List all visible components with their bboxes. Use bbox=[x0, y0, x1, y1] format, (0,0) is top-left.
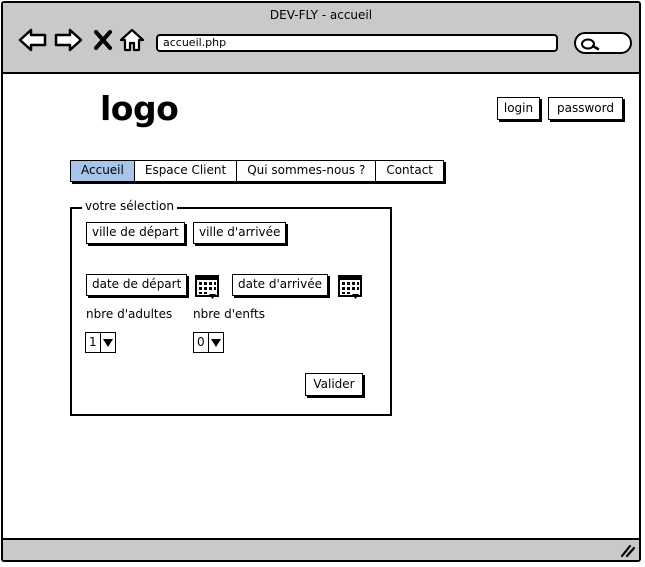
calendar-icon[interactable] bbox=[337, 274, 363, 300]
browser-titlebar: DEV-FLY - accueil accueil.php bbox=[3, 3, 639, 74]
forward-icon[interactable] bbox=[53, 27, 83, 53]
validate-button[interactable]: Valider bbox=[305, 373, 363, 396]
site-logo[interactable]: logo bbox=[100, 89, 179, 128]
adults-label: nbre d'adultes bbox=[86, 307, 173, 321]
departure-date-field[interactable]: date de départ bbox=[86, 274, 188, 296]
window-title: DEV-FLY - accueil bbox=[269, 8, 373, 22]
address-bar[interactable]: accueil.php bbox=[156, 34, 558, 52]
resize-grip-icon[interactable] bbox=[619, 542, 635, 558]
login-button[interactable]: login bbox=[497, 97, 540, 120]
tab-espace-client[interactable]: Espace Client bbox=[135, 161, 238, 181]
arrival-date-field[interactable]: date d'arrivée bbox=[232, 274, 328, 296]
children-label: nbre d'enfts bbox=[193, 307, 265, 321]
search-icon bbox=[581, 38, 600, 51]
children-select[interactable]: 0 bbox=[193, 332, 224, 353]
main-nav-tabs: Accueil Espace Client Qui sommes-nous ? … bbox=[70, 160, 445, 182]
children-value: 0 bbox=[194, 333, 209, 352]
calendar-icon[interactable] bbox=[194, 274, 220, 300]
back-icon[interactable] bbox=[18, 27, 48, 53]
stop-icon[interactable] bbox=[93, 27, 113, 53]
home-icon[interactable] bbox=[119, 27, 145, 53]
departure-city-field[interactable]: ville de départ bbox=[86, 222, 185, 244]
chevron-down-icon bbox=[101, 333, 115, 352]
chevron-down-icon bbox=[209, 333, 223, 352]
tab-qui-sommes-nous[interactable]: Qui sommes-nous ? bbox=[237, 161, 377, 181]
selection-fieldset bbox=[70, 207, 392, 416]
adults-select[interactable]: 1 bbox=[85, 332, 116, 353]
selection-legend: votre sélection bbox=[82, 199, 177, 213]
adults-value: 1 bbox=[86, 333, 101, 352]
browser-search-field[interactable] bbox=[574, 32, 632, 54]
arrival-city-field[interactable]: ville d'arrivée bbox=[193, 222, 287, 244]
tab-contact[interactable]: Contact bbox=[386, 163, 434, 177]
browser-statusbar bbox=[3, 538, 639, 560]
password-button[interactable]: password bbox=[548, 97, 623, 120]
tab-accueil[interactable]: Accueil bbox=[71, 161, 135, 181]
